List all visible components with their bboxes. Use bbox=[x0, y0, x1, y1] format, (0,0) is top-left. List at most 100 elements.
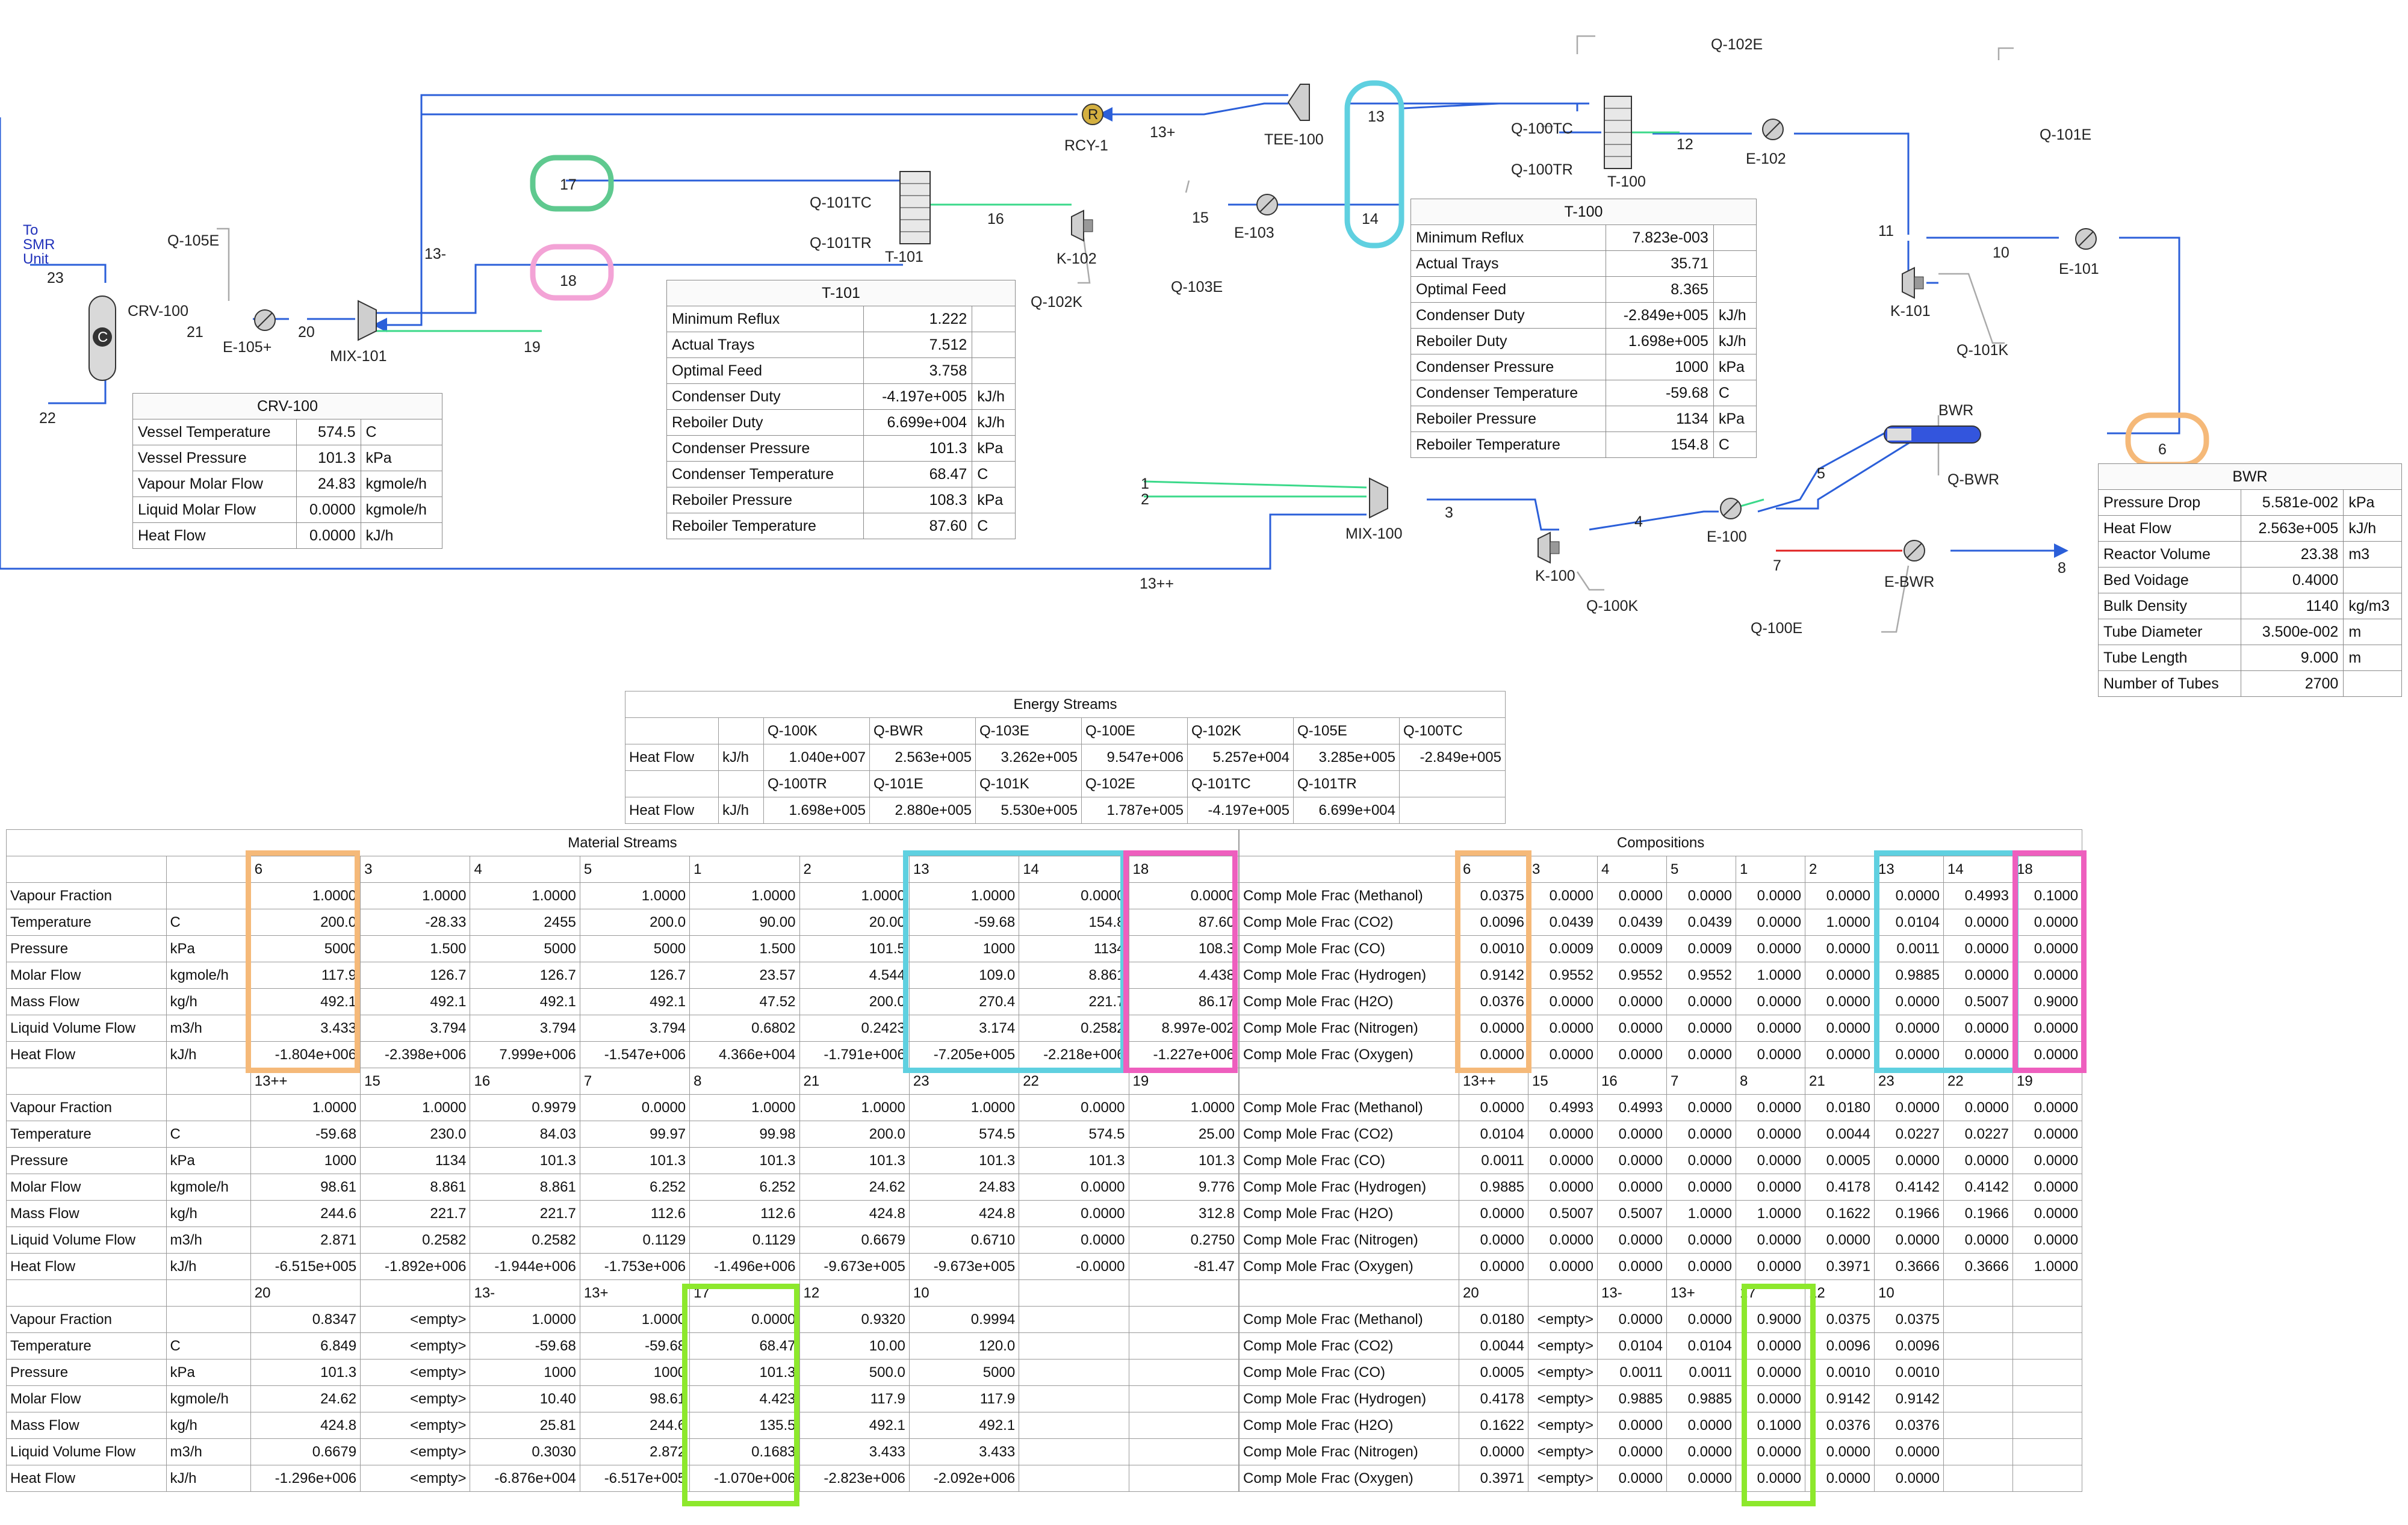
cell-value: 0.9885 bbox=[1597, 1385, 1667, 1412]
t101-column[interactable] bbox=[899, 171, 931, 244]
row-unit: kJ/h bbox=[718, 797, 764, 824]
cell-value: 5000 bbox=[579, 935, 690, 962]
row-label: Actual Trays bbox=[1410, 250, 1606, 277]
label-mix101: MIX-101 bbox=[330, 348, 386, 365]
cell-value: 0.5007 bbox=[1528, 1200, 1598, 1227]
k101-compressor[interactable] bbox=[1902, 267, 1924, 299]
bwr-table-title: BWR bbox=[2098, 463, 2402, 490]
cell-value: 0.2582 bbox=[470, 1226, 580, 1254]
e101-heater[interactable] bbox=[2075, 228, 2097, 250]
row-label: Temperature bbox=[6, 1121, 167, 1148]
cell-value: 2.872 bbox=[579, 1438, 690, 1465]
stream-label-18: 18 bbox=[560, 273, 577, 289]
row-value: 3.500e-002 bbox=[2241, 619, 2344, 645]
row-label: Optimal Feed bbox=[666, 357, 864, 384]
cell-value: 10.00 bbox=[799, 1332, 910, 1360]
stream-label-6: 6 bbox=[2158, 441, 2167, 458]
row-label: Liquid Volume Flow bbox=[6, 1226, 167, 1254]
e105-heater[interactable] bbox=[254, 309, 276, 331]
bwr-reactor[interactable] bbox=[1884, 425, 1981, 444]
e103-heater[interactable] bbox=[1256, 194, 1278, 215]
cell-value: <empty> bbox=[360, 1332, 471, 1360]
row-unit: kg/h bbox=[166, 1412, 251, 1439]
row-unit: kPa bbox=[1713, 406, 1757, 432]
row-unit: kJ/h bbox=[1713, 302, 1757, 329]
mix101-mixer[interactable] bbox=[358, 300, 377, 341]
row-label: Minimum Reflux bbox=[1410, 224, 1606, 251]
k100-compressor[interactable] bbox=[1538, 531, 1560, 564]
cell-value: 0.0005 bbox=[1459, 1359, 1528, 1386]
cell-value: 0.0000 bbox=[1666, 1174, 1736, 1201]
t100-column[interactable] bbox=[1604, 96, 1632, 169]
cell-value: 0.0000 bbox=[1666, 1094, 1736, 1121]
cell-value: 0.0180 bbox=[1459, 1306, 1528, 1333]
row-label: Reboiler Temperature bbox=[666, 513, 864, 539]
stream-name: 15 bbox=[360, 1068, 471, 1095]
row-unit: kJ/h bbox=[972, 383, 1016, 410]
feed-stream-lines bbox=[361, 131, 1764, 513]
tee100-tee[interactable] bbox=[1287, 84, 1310, 121]
cell-value: 0.0000 bbox=[1597, 1438, 1667, 1465]
row-label: Reboiler Pressure bbox=[666, 487, 864, 513]
unit-labels: CRV-100 E-105+ MIX-101 T-101 K-102 E-103… bbox=[128, 131, 2099, 590]
cell-value: 0.0011 bbox=[1666, 1359, 1736, 1386]
stream-name bbox=[2012, 1279, 2083, 1307]
stream-name: 23 bbox=[1874, 1068, 1944, 1095]
cell-value: 1.0000 bbox=[689, 1094, 800, 1121]
cell-value: 0.0000 bbox=[2012, 1094, 2083, 1121]
row-label: Pressure Drop bbox=[2097, 489, 2242, 516]
cell-value: 0.9885 bbox=[1459, 1174, 1528, 1201]
cell-value: 0.0000 bbox=[1874, 1015, 1944, 1042]
cell-value: 0.0000 bbox=[1805, 1438, 1875, 1465]
row-label: Number of Tubes bbox=[2097, 670, 2242, 697]
e102-heater[interactable] bbox=[1762, 119, 1784, 140]
stream-label-19: 19 bbox=[524, 339, 541, 356]
cell-value: 112.6 bbox=[579, 1200, 690, 1227]
cell-value: 0.0000 bbox=[1943, 1041, 2013, 1068]
cell-value: 244.6 bbox=[250, 1200, 361, 1227]
table-row: Comp Mole Frac (Oxygen)0.3971<empty>0.00… bbox=[1239, 1465, 2083, 1492]
cell-value: 0.1966 bbox=[1874, 1200, 1944, 1227]
label-tee100: TEE-100 bbox=[1264, 131, 1324, 148]
crv100-vessel[interactable]: C bbox=[88, 295, 116, 381]
e100-heater[interactable] bbox=[1720, 498, 1742, 519]
cell-value: 0.1966 bbox=[1943, 1200, 2013, 1227]
row-label: Molar Flow bbox=[6, 962, 167, 989]
ebwr-heater[interactable] bbox=[1904, 540, 1925, 561]
cell-value: -1.547e+006 bbox=[579, 1041, 690, 1068]
energy-label-q100tc: Q-100TC bbox=[1511, 120, 1573, 137]
row-unit: kgmole/h bbox=[360, 471, 443, 497]
stream-label-7: 7 bbox=[1773, 557, 1781, 574]
cell-value: 3.433 bbox=[799, 1438, 910, 1465]
row-unit: kgmole/h bbox=[166, 1385, 251, 1412]
stream-label-1: 1 bbox=[1141, 475, 1149, 492]
row-unit: m3/h bbox=[166, 1015, 251, 1042]
cell-value: 5000 bbox=[250, 935, 361, 962]
mix100-mixer[interactable] bbox=[1369, 477, 1388, 519]
row-label: Vessel Pressure bbox=[132, 445, 297, 471]
rcy1-recycle[interactable]: R bbox=[1082, 104, 1103, 125]
cell-value: 0.0376 bbox=[1805, 1412, 1875, 1439]
cell-value: 0.1622 bbox=[1805, 1200, 1875, 1227]
row-label: Comp Mole Frac (CO) bbox=[1239, 1359, 1459, 1386]
cell-value: 0.0000 bbox=[1805, 935, 1875, 962]
cell-value: 126.7 bbox=[579, 962, 690, 989]
stream-name: 16 bbox=[470, 1068, 580, 1095]
energy-stream-name: Q-100K bbox=[763, 717, 870, 744]
row-unit: kJ/h bbox=[166, 1253, 251, 1280]
row-unit: kJ/h bbox=[166, 1465, 251, 1492]
k102-compressor[interactable] bbox=[1071, 209, 1093, 242]
cell-value: 0.0000 bbox=[1874, 882, 1944, 909]
cell-value: <empty> bbox=[1528, 1332, 1598, 1360]
cell-value: 101.3 bbox=[908, 1147, 1020, 1174]
